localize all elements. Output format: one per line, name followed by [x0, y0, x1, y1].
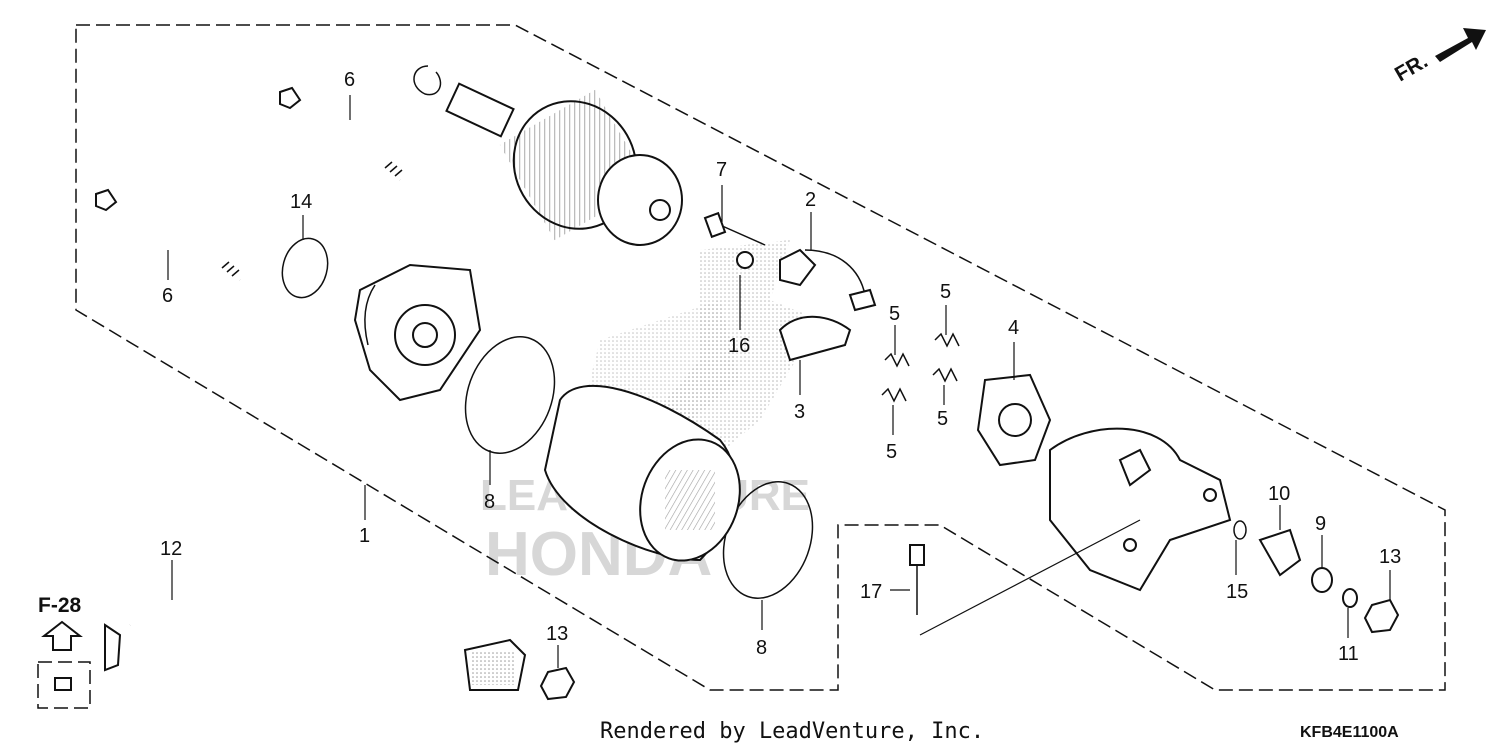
bolt-17	[909, 544, 925, 615]
callout-1: 1	[359, 525, 370, 547]
callout-5-c: 5	[886, 441, 897, 463]
callout-6-upper: 6	[344, 69, 355, 91]
callout-5-d: 5	[937, 408, 948, 430]
through-bolt-lower	[95, 188, 241, 282]
nut-13-left	[539, 666, 576, 701]
callout-9: 9	[1315, 513, 1326, 535]
yoke	[543, 385, 741, 562]
nut-13-right	[1363, 598, 1400, 634]
callout-5-b: 5	[940, 281, 951, 303]
diagram-code: KFB4E1100A	[1300, 724, 1399, 741]
callout-3: 3	[794, 401, 805, 423]
o-ring-14	[281, 237, 329, 299]
callout-10: 10	[1268, 483, 1290, 505]
callout-12: 12	[160, 538, 182, 560]
callout-8-lower: 8	[756, 637, 767, 659]
callout-14: 14	[290, 191, 312, 213]
callout-2: 2	[805, 189, 816, 211]
brush-plate	[976, 373, 1052, 467]
reference-label: F-28	[38, 594, 82, 617]
washer-15	[1233, 520, 1247, 540]
callout-15: 15	[1226, 581, 1248, 603]
callout-7: 7	[716, 159, 727, 181]
up-arrow-icon	[41, 620, 83, 651]
front-housing	[353, 263, 482, 402]
callout-11: 11	[1338, 643, 1359, 665]
leader-lines	[167, 95, 1391, 668]
callout-4: 4	[1008, 317, 1019, 339]
rear-cover	[1049, 427, 1232, 592]
circlip	[413, 65, 442, 96]
callout-6-lower: 6	[162, 285, 173, 307]
springs	[881, 332, 960, 403]
forward-arrow-icon	[1435, 28, 1486, 62]
through-bolt-upper	[279, 86, 403, 182]
credit-text: Rendered by LeadVenture, Inc.	[600, 719, 984, 744]
armature	[445, 82, 683, 246]
callout-8-upper: 8	[484, 491, 495, 513]
washer-9	[1311, 567, 1333, 593]
washer-11	[1342, 588, 1358, 608]
reference-box	[37, 620, 91, 709]
callout-13-right: 13	[1379, 546, 1401, 568]
callout-5-a: 5	[889, 303, 900, 325]
terminal-insulator	[1258, 528, 1302, 577]
direction-label: FR.	[1391, 49, 1432, 86]
callout-17: 17	[860, 581, 882, 603]
callout-16: 16	[728, 335, 750, 357]
direction-indicator: FR.	[1391, 28, 1486, 86]
starter-cable	[104, 608, 527, 704]
callout-13-left: 13	[546, 623, 568, 645]
brush-holder	[703, 211, 877, 362]
